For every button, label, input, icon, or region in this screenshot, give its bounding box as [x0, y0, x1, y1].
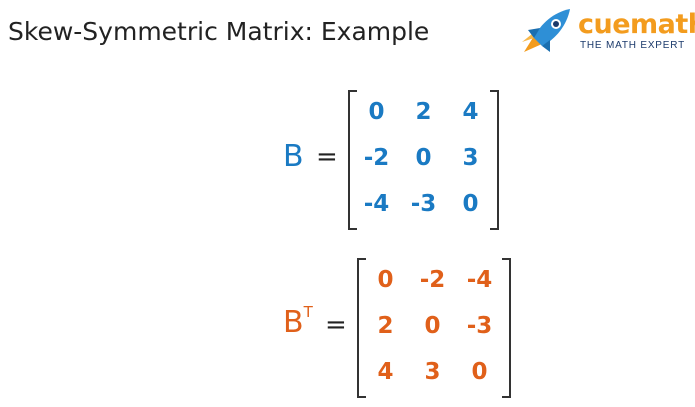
- matrix-b-cell: 3: [462, 145, 479, 171]
- matrix-bt-cell: -3: [466, 313, 493, 339]
- matrix-bt-grid: 0 -2 -4 2 0 -3 4 3 0: [362, 257, 503, 395]
- matrix-b-cell: 4: [462, 99, 479, 125]
- matrix-bt-cell: 0: [377, 267, 394, 293]
- matrix-bt-letter: B: [283, 305, 304, 340]
- matrix-b-cell: 0: [462, 191, 479, 217]
- matrix-b-equals: =: [316, 142, 338, 172]
- cuemath-logo: cuemath THE MATH EXPERT: [520, 6, 695, 56]
- matrix-b-cell: 0: [415, 145, 432, 171]
- matrix-bt-cell: 0: [424, 313, 441, 339]
- matrix-bt-cell: -4: [466, 267, 493, 293]
- matrix-b-cell: -2: [363, 145, 390, 171]
- matrix-bt-left-bracket: [357, 258, 366, 398]
- matrix-bt-label: BT: [283, 303, 313, 340]
- matrix-b-right-bracket: [490, 90, 499, 230]
- page-title: Skew-Symmetric Matrix: Example: [8, 17, 430, 46]
- matrix-b-cell: -3: [410, 191, 437, 217]
- matrix-bt-cell: 3: [424, 359, 441, 385]
- matrix-b-cell: 2: [415, 99, 432, 125]
- transpose-superscript: T: [303, 303, 313, 321]
- matrix-b-left-bracket: [348, 90, 357, 230]
- matrix-bt-cell: 0: [471, 359, 488, 385]
- matrix-b-cell: 0: [368, 99, 385, 125]
- matrix-bt-cell: 2: [377, 313, 394, 339]
- matrix-b-cell: -4: [363, 191, 390, 217]
- matrix-b-label: B: [283, 139, 304, 174]
- matrix-bt-equals: =: [325, 310, 347, 340]
- matrix-bt-cell: 4: [377, 359, 394, 385]
- matrix-b-letter: B: [283, 139, 304, 174]
- matrix-b-grid: 0 2 4 -2 0 3 -4 -3 0: [353, 89, 494, 227]
- matrix-bt-cell: -2: [419, 267, 446, 293]
- brand-name: cuemath: [578, 9, 695, 40]
- matrix-bt-right-bracket: [502, 258, 511, 398]
- brand-tagline: THE MATH EXPERT: [580, 40, 685, 51]
- rocket-icon: [522, 9, 570, 52]
